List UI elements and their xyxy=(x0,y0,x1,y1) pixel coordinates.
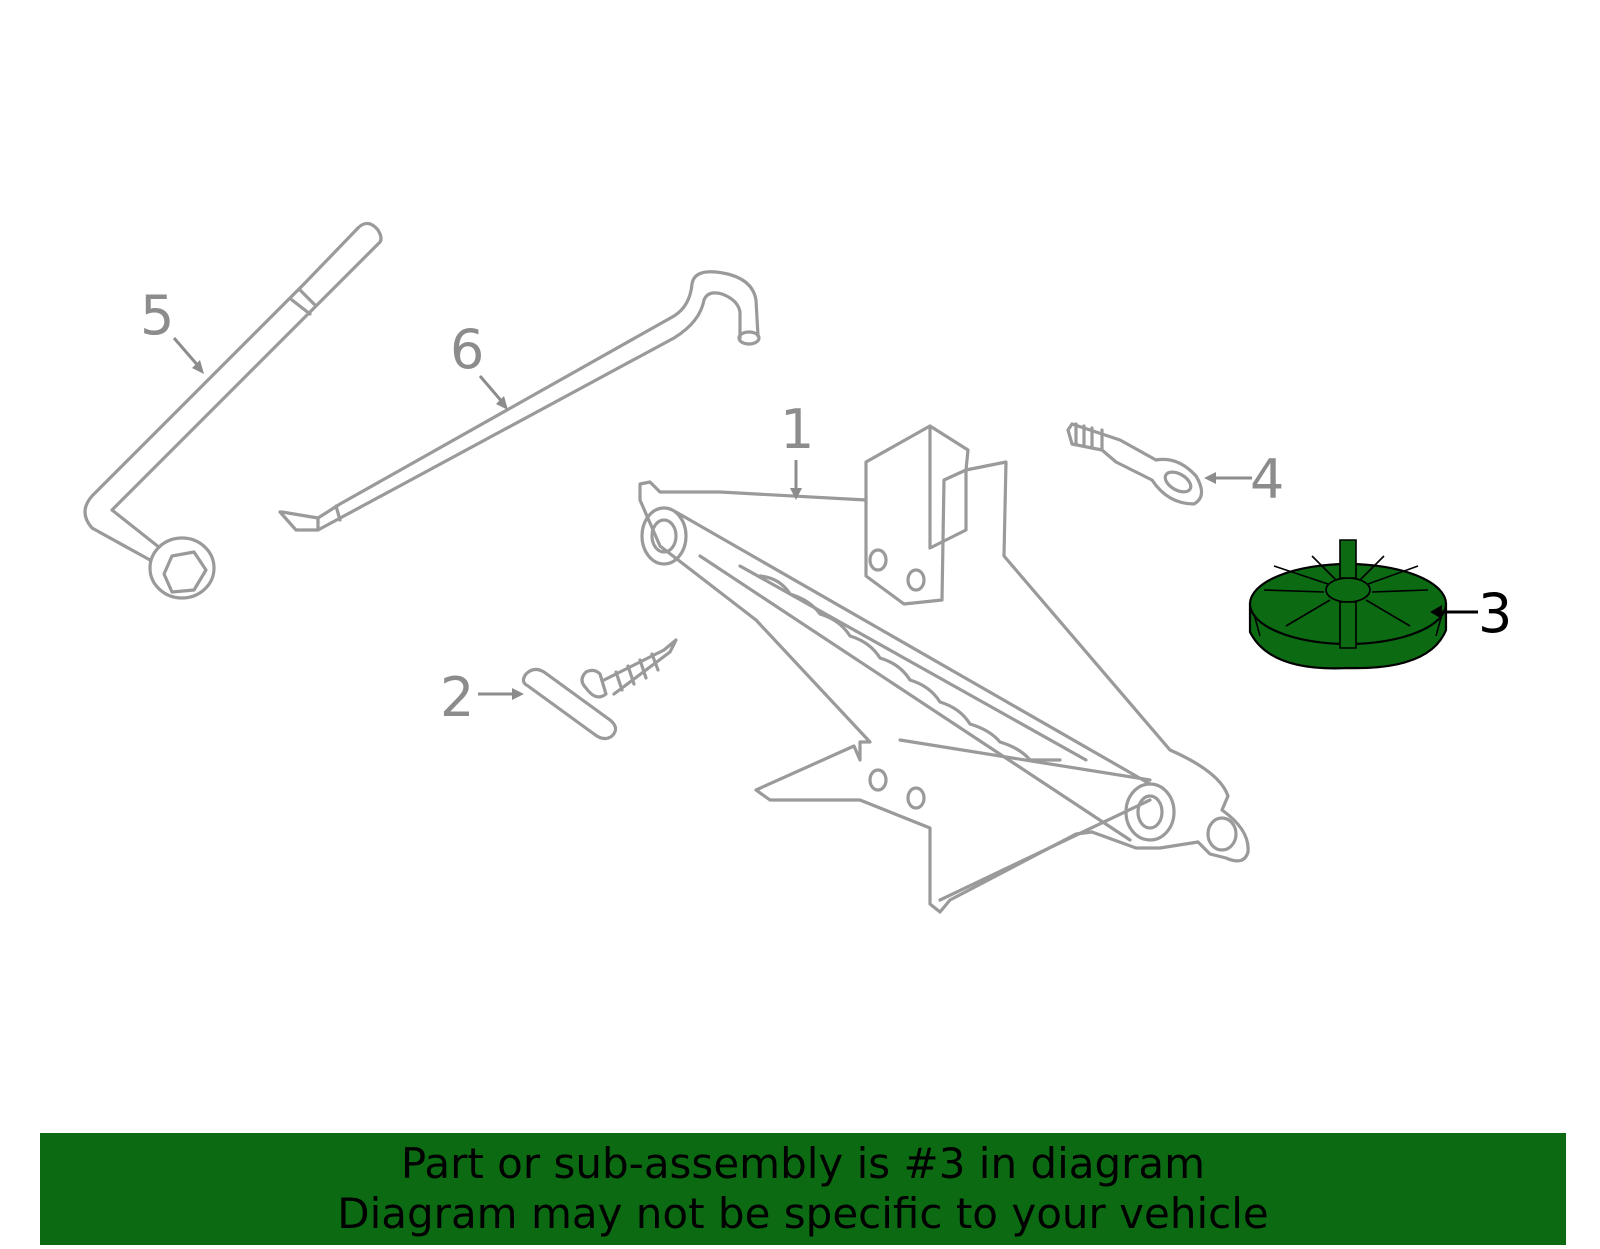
part-5-lug-wrench[interactable] xyxy=(83,221,383,600)
banner-line-2: Diagram may not be specific to your vehi… xyxy=(337,1189,1269,1238)
callout-3[interactable]: 3 xyxy=(1478,582,1512,645)
part-2-bolt[interactable] xyxy=(521,638,678,741)
callout-leaders xyxy=(172,337,1478,700)
part-4-tow-eye[interactable] xyxy=(1066,422,1204,506)
callout-1[interactable]: 1 xyxy=(780,398,814,461)
part-1-scissor-jack[interactable] xyxy=(638,424,1250,914)
callout-2[interactable]: 2 xyxy=(440,666,474,729)
banner-line-1: Part or sub-assembly is #3 in diagram xyxy=(400,1139,1206,1188)
callout-5[interactable]: 5 xyxy=(140,284,174,347)
info-banner: Part or sub-assembly is #3 in diagram Di… xyxy=(40,1133,1566,1245)
part-3-jack-pad[interactable] xyxy=(1248,539,1448,670)
callout-6[interactable]: 6 xyxy=(450,318,484,381)
callout-4[interactable]: 4 xyxy=(1250,448,1284,511)
part-6-jack-handle[interactable] xyxy=(278,270,761,532)
